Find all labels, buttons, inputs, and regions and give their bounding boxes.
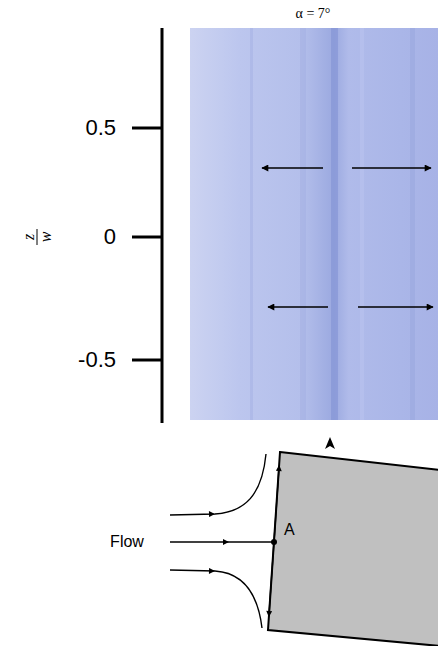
plot-title: α = 7°: [296, 7, 331, 21]
surface-flow-arrow: [269, 542, 274, 614]
flow-label: Flow: [110, 534, 144, 550]
flow-arrow: [268, 306, 328, 308]
axis-title: z: [21, 234, 37, 240]
streamline: [170, 570, 262, 628]
streamline-arrowhead: [170, 514, 212, 515]
z-axis: [37, 28, 162, 423]
flow-arrow: [358, 306, 433, 308]
axis-line: [161, 28, 164, 423]
photo-ground: [190, 28, 438, 420]
tick-label: 0.5: [85, 117, 116, 139]
point-label: A: [284, 522, 295, 538]
tick-label: -0.5: [78, 349, 116, 371]
axis-tick: [132, 127, 162, 130]
streamline: [170, 541, 274, 542]
photo-streak: [410, 28, 415, 420]
flow-arrow: [262, 167, 323, 169]
streamline-arrowhead: [170, 570, 212, 571]
tick-label: 0: [104, 226, 116, 248]
stagnation-point: [271, 539, 277, 545]
photo-streak: [300, 28, 306, 420]
photo-streak: [331, 28, 338, 420]
view-arrowhead: [325, 437, 335, 449]
axis-tick: [132, 359, 162, 362]
streamline-arrowhead: [170, 542, 226, 543]
axis-title: w: [38, 232, 54, 243]
flow-arrow: [352, 167, 431, 169]
streamline: [170, 454, 266, 515]
surface-flow-arrow: [274, 468, 279, 542]
photo-streak: [250, 28, 253, 420]
flow-schematic: [170, 452, 438, 646]
square-cylinder: [268, 452, 438, 646]
axis-tick: [132, 236, 162, 239]
oil-film-photo: [190, 28, 438, 420]
photo-streak: [360, 28, 364, 420]
